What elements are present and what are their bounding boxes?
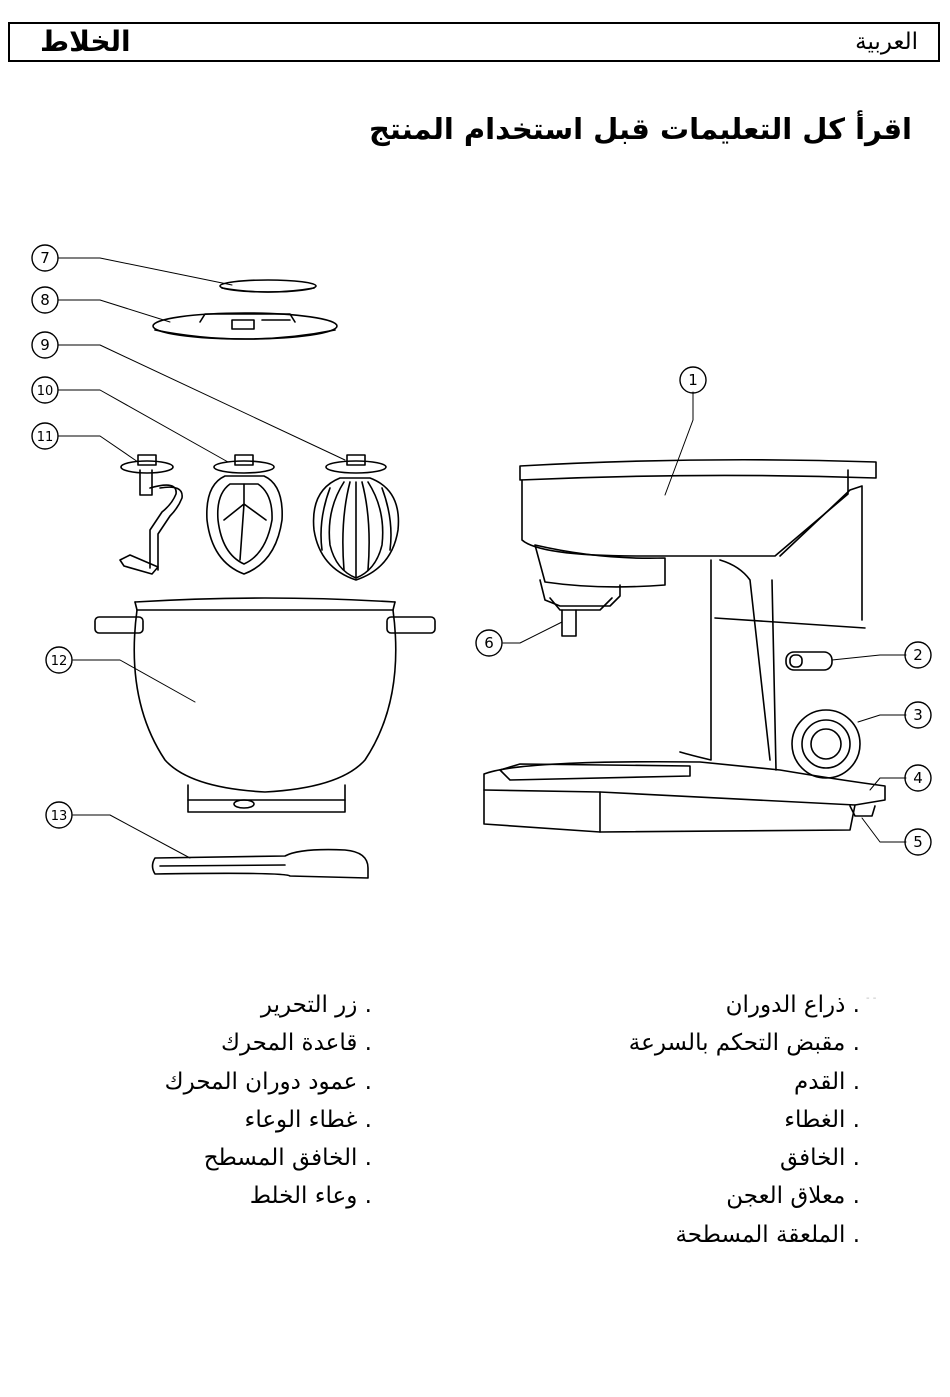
mixer-diagram: 7 8 9 10 11 12 13 1 6 2 3 4 5 (0, 0, 950, 900)
callout-label-3: 3 (913, 706, 923, 724)
parts-list-right: . ذراع الدوران . مقبض التحكم بالسرعة . ا… (629, 986, 860, 1254)
callout-label-4: 4 (913, 769, 923, 787)
callout-label-10: 10 (37, 384, 54, 399)
part-item: . معلاق العجن (629, 1177, 860, 1215)
part-item: . زر التحرير (165, 986, 372, 1024)
parts-list-left: . زر التحرير . قاعدة المحرك . عمود دوران… (165, 986, 372, 1216)
callout-label-9: 9 (40, 336, 50, 354)
part-item: . ذراع الدوران (629, 986, 860, 1024)
callout-label-13: 13 (51, 809, 68, 824)
part-item: . قاعدة المحرك (165, 1024, 372, 1062)
callout-label-2: 2 (913, 646, 923, 664)
spatula-drawing (153, 850, 369, 878)
mixing-bowl-drawing (95, 598, 435, 812)
callout-label-6: 6 (484, 634, 494, 652)
part-item: . الغطاء (629, 1101, 860, 1139)
whisk-drawing (314, 455, 399, 580)
part-item: . مقبض التحكم بالسرعة (629, 1024, 860, 1062)
flat-beater-drawing (207, 455, 282, 574)
part-item: . القدم (629, 1063, 860, 1101)
lid-cap-drawing (220, 280, 316, 292)
bowl-cover-drawing (153, 313, 337, 339)
part-item: . غطاء الوعاء (165, 1101, 372, 1139)
callout-label-8: 8 (40, 291, 50, 309)
callout-label-5: 5 (913, 833, 923, 851)
callout-label-11: 11 (37, 430, 54, 445)
faint-mark: - - (866, 993, 876, 1004)
part-item: . الخافق المسطح (165, 1139, 372, 1177)
callout-label-12: 12 (51, 654, 68, 669)
callout-label-1: 1 (688, 371, 698, 389)
stand-mixer-drawing (484, 460, 885, 832)
part-item: . وعاء الخلط (165, 1177, 372, 1215)
dough-hook-drawing (120, 455, 182, 574)
part-item: . عمود دوران المحرك (165, 1063, 372, 1101)
callout-label-7: 7 (40, 249, 50, 267)
part-item: . الملعقة المسطحة (629, 1216, 860, 1254)
part-item: . الخافق (629, 1139, 860, 1177)
